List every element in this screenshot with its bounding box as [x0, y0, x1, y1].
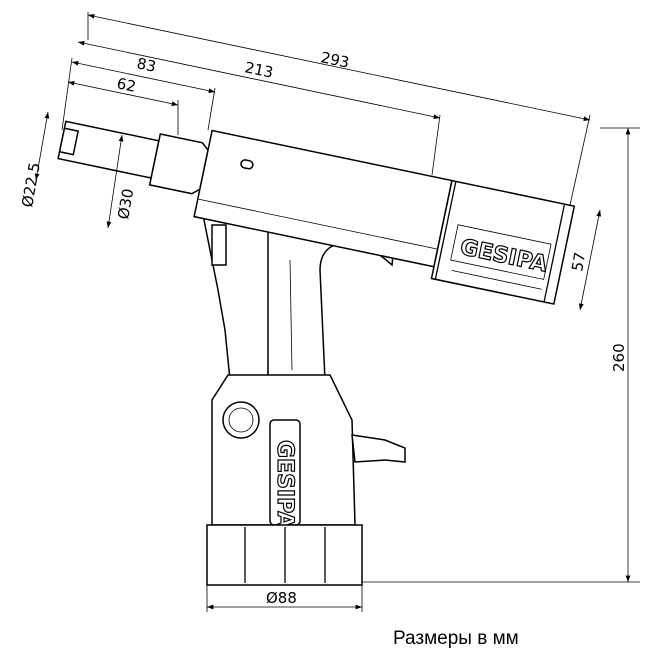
air-valve-knob — [222, 401, 260, 439]
dim-260: 260 — [610, 343, 628, 372]
trigger — [211, 224, 227, 266]
base-body: GESIPA — [206, 374, 406, 586]
air-fitting — [351, 434, 406, 463]
dim-293: 293 — [319, 48, 351, 71]
rear-cylinder — [430, 179, 576, 305]
dim-62: 62 — [115, 74, 137, 96]
dim-30: Ø30 — [114, 187, 137, 221]
dim-57: 57 — [568, 251, 589, 273]
dimension-lines — [34, 12, 640, 612]
units-caption: Размеры в мм — [393, 628, 519, 649]
dim-88: Ø88 — [266, 589, 297, 607]
base-logo: GESIPA — [272, 440, 297, 528]
dim-22-5: Ø22.5 — [18, 161, 44, 209]
dim-83: 83 — [135, 54, 157, 76]
dim-213: 213 — [243, 58, 275, 81]
barrel: GESIPA — [57, 120, 576, 305]
